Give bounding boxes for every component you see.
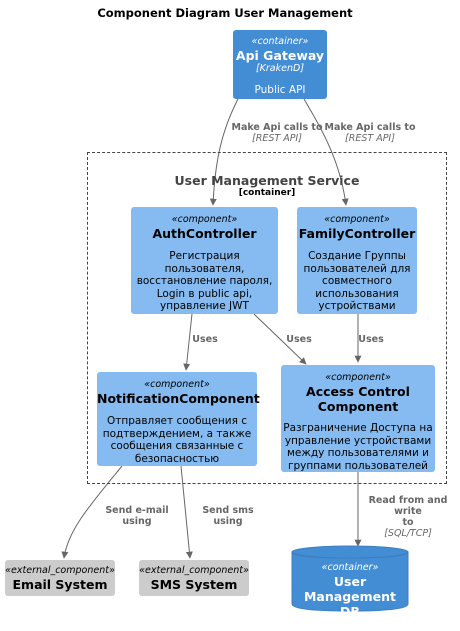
family-controller-component[interactable]: «component» FamilyController Создание Гр… [297,207,417,314]
auth-desc-line: управление JWT [160,300,249,312]
sms-stereotype: «external_component» [139,565,249,576]
notification-desc-line: сообщения связанные с [110,440,244,452]
sms-name: SMS System [150,577,238,592]
family-desc-line: пользователей для [303,262,411,275]
notification-desc-line: Отправляет сообщения с [106,415,248,427]
auth-desc-line: восстановление пароля, [136,275,273,287]
auth-desc-line: пользователя, [164,262,245,275]
edge-api-auth [209,98,239,206]
edge-api-family [303,98,349,206]
notification-stereotype: «component» [144,379,210,390]
email-stereotype: «external_component» [5,565,115,576]
edge-auth-notification [183,313,193,371]
db-name-line: User Management [303,574,396,604]
family-stereotype: «component» [324,214,390,225]
edge-label-access-db: Read from and write to [SQL/TCP] [368,495,448,539]
access-desc-line: управление устройствами [284,434,432,447]
access-desc-line: группами пользователей [287,459,429,472]
edge-notification-email [61,465,123,559]
notification-desc-line: безопасностью [134,452,220,465]
edge-label-api-family: Make Api calls to [REST API] [324,122,416,144]
edge-auth-access [253,313,307,365]
family-name: FamilyController [298,226,416,241]
diagram-title: Component Diagram User Management [97,6,353,20]
access-desc-line: Разграничение Доступа на [283,422,433,434]
auth-desc-line: Регистрация [169,250,240,262]
db-tech: [PostgresSQL] [316,619,384,630]
edge-label-auth-notification: Uses [192,334,218,345]
api-gateway-desc: Public API [254,84,306,96]
edge-label-family-access: Uses [358,334,384,345]
access-desc-line: между пользователями и [287,447,429,459]
notification-name: NotificationComponent [97,391,260,406]
boundary-type: [container] [238,188,296,198]
auth-desc-line: Login в public api, [156,287,253,300]
auth-name: AuthController [152,226,257,241]
family-desc-line: совместного [322,275,392,287]
family-desc-line: использования [315,287,399,300]
email-system-external[interactable]: «external_component» Email System [5,560,115,596]
access-name-line: Component [317,399,399,414]
boundary-name: User Management Service [174,173,360,188]
db-stereotype: «container» [321,562,379,573]
email-name: Email System [12,577,108,592]
sms-system-external[interactable]: «external_component» SMS System [139,560,249,596]
edge-notification-sms [180,465,193,559]
edge-label-auth-access: Uses [286,334,312,345]
family-desc-line: Создание Группы [308,250,406,262]
access-stereotype: «component» [325,372,391,383]
edge-label-notification-email: Send e-mail using [105,505,169,527]
access-control-component[interactable]: «component» Access Control Component Раз… [281,365,435,472]
access-name-line: Access Control [306,384,410,399]
db-name-line: DB [340,604,360,619]
db-label: «container» User Management DB [Postgres… [292,562,408,631]
family-desc-line: устройствами [318,300,396,312]
notification-component[interactable]: «component» NotificationComponent Отправ… [97,372,260,466]
edge-label-notification-sms: Send sms using [202,505,254,527]
edge-label-api-auth: Make Api calls to [REST API] [231,122,323,144]
auth-controller-component[interactable]: «component» AuthController Регистрация п… [131,207,278,314]
service-boundary: User Management Service [container] [87,152,447,484]
api-gateway-tech: [KrakenD] [255,63,305,74]
api-gateway-name: Api Gateway [235,48,325,63]
notification-desc-line: подтверждением, а также [102,427,252,440]
api-gateway-stereotype: «container» [251,36,309,47]
api-gateway-container[interactable]: «container» Api Gateway [KrakenD] Public… [233,30,327,99]
auth-stereotype: «component» [171,214,238,225]
db-cylinder[interactable] [291,545,409,612]
